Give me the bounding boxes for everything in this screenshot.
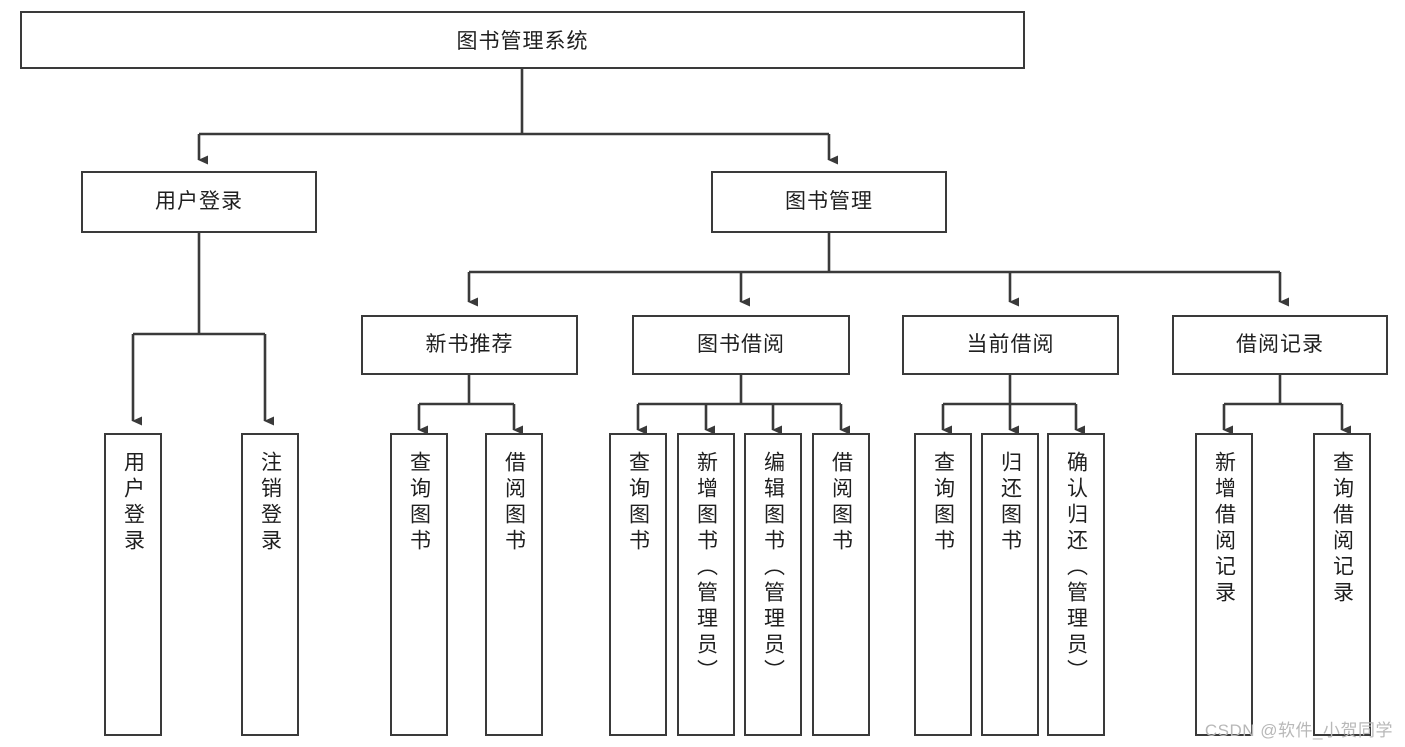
watermark-credit: CSDN @软件_小贺同学: [1205, 716, 1393, 741]
leaf-user-login-signin-label: 用户登录: [121, 451, 145, 555]
leaf-recommend-borrow-book[interactable]: 借阅图书: [485, 433, 543, 736]
node-book-borrow[interactable]: 图书借阅: [632, 315, 850, 375]
leaf-user-login-signin[interactable]: 用户登录: [104, 433, 162, 736]
leaf-borrow-query-book-label: 查询图书: [626, 451, 650, 555]
node-book-management-label: 图书管理: [785, 190, 873, 214]
node-root-system-label: 图书管理系统: [456, 30, 589, 53]
leaf-record-add-record[interactable]: 新增借阅记录: [1195, 433, 1253, 736]
leaf-borrow-query-book[interactable]: 查询图书: [609, 433, 667, 736]
leaf-recommend-query-book[interactable]: 查询图书: [390, 433, 448, 736]
leaf-borrow-add-book-admin[interactable]: 新增图书（管理员）: [677, 433, 735, 736]
leaf-current-query-book[interactable]: 查询图书: [914, 433, 972, 736]
watermark-credit-text: CSDN @软件_小贺同学: [1204, 721, 1393, 740]
node-new-book-recommend[interactable]: 新书推荐: [361, 315, 578, 375]
leaf-borrow-borrow-book[interactable]: 借阅图书: [812, 433, 870, 736]
node-new-book-recommend-label: 新书推荐: [425, 333, 514, 357]
leaf-record-query-record-label: 查询借阅记录: [1330, 451, 1354, 607]
node-current-borrow-label: 当前借阅: [966, 333, 1055, 357]
leaf-user-login-signout[interactable]: 注销登录: [241, 433, 299, 736]
node-borrow-record[interactable]: 借阅记录: [1172, 315, 1388, 375]
leaf-current-return-book[interactable]: 归还图书: [981, 433, 1039, 736]
leaf-borrow-edit-book-admin-label: 编辑图书（管理员）: [761, 451, 785, 685]
leaf-current-return-book-label: 归还图书: [998, 451, 1022, 555]
leaf-current-confirm-return-admin-label: 确认归还（管理员）: [1064, 451, 1088, 685]
node-user-login[interactable]: 用户登录: [81, 171, 317, 233]
leaf-record-add-record-label: 新增借阅记录: [1212, 451, 1236, 607]
leaf-user-login-signout-label: 注销登录: [258, 451, 282, 555]
leaf-recommend-borrow-book-label: 借阅图书: [502, 451, 526, 555]
leaf-recommend-query-book-label: 查询图书: [407, 451, 431, 555]
node-user-login-label: 用户登录: [155, 190, 243, 214]
leaf-current-query-book-label: 查询图书: [931, 451, 955, 555]
leaf-borrow-edit-book-admin[interactable]: 编辑图书（管理员）: [744, 433, 802, 736]
node-root-system[interactable]: 图书管理系统: [20, 11, 1025, 69]
node-borrow-record-label: 借阅记录: [1236, 333, 1324, 357]
leaf-borrow-borrow-book-label: 借阅图书: [829, 451, 853, 555]
node-book-borrow-label: 图书借阅: [697, 333, 785, 357]
leaf-record-query-record[interactable]: 查询借阅记录: [1313, 433, 1371, 736]
leaf-borrow-add-book-admin-label: 新增图书（管理员）: [694, 451, 718, 685]
node-book-management[interactable]: 图书管理: [711, 171, 947, 233]
leaf-current-confirm-return-admin[interactable]: 确认归还（管理员）: [1047, 433, 1105, 736]
node-current-borrow[interactable]: 当前借阅: [902, 315, 1119, 375]
